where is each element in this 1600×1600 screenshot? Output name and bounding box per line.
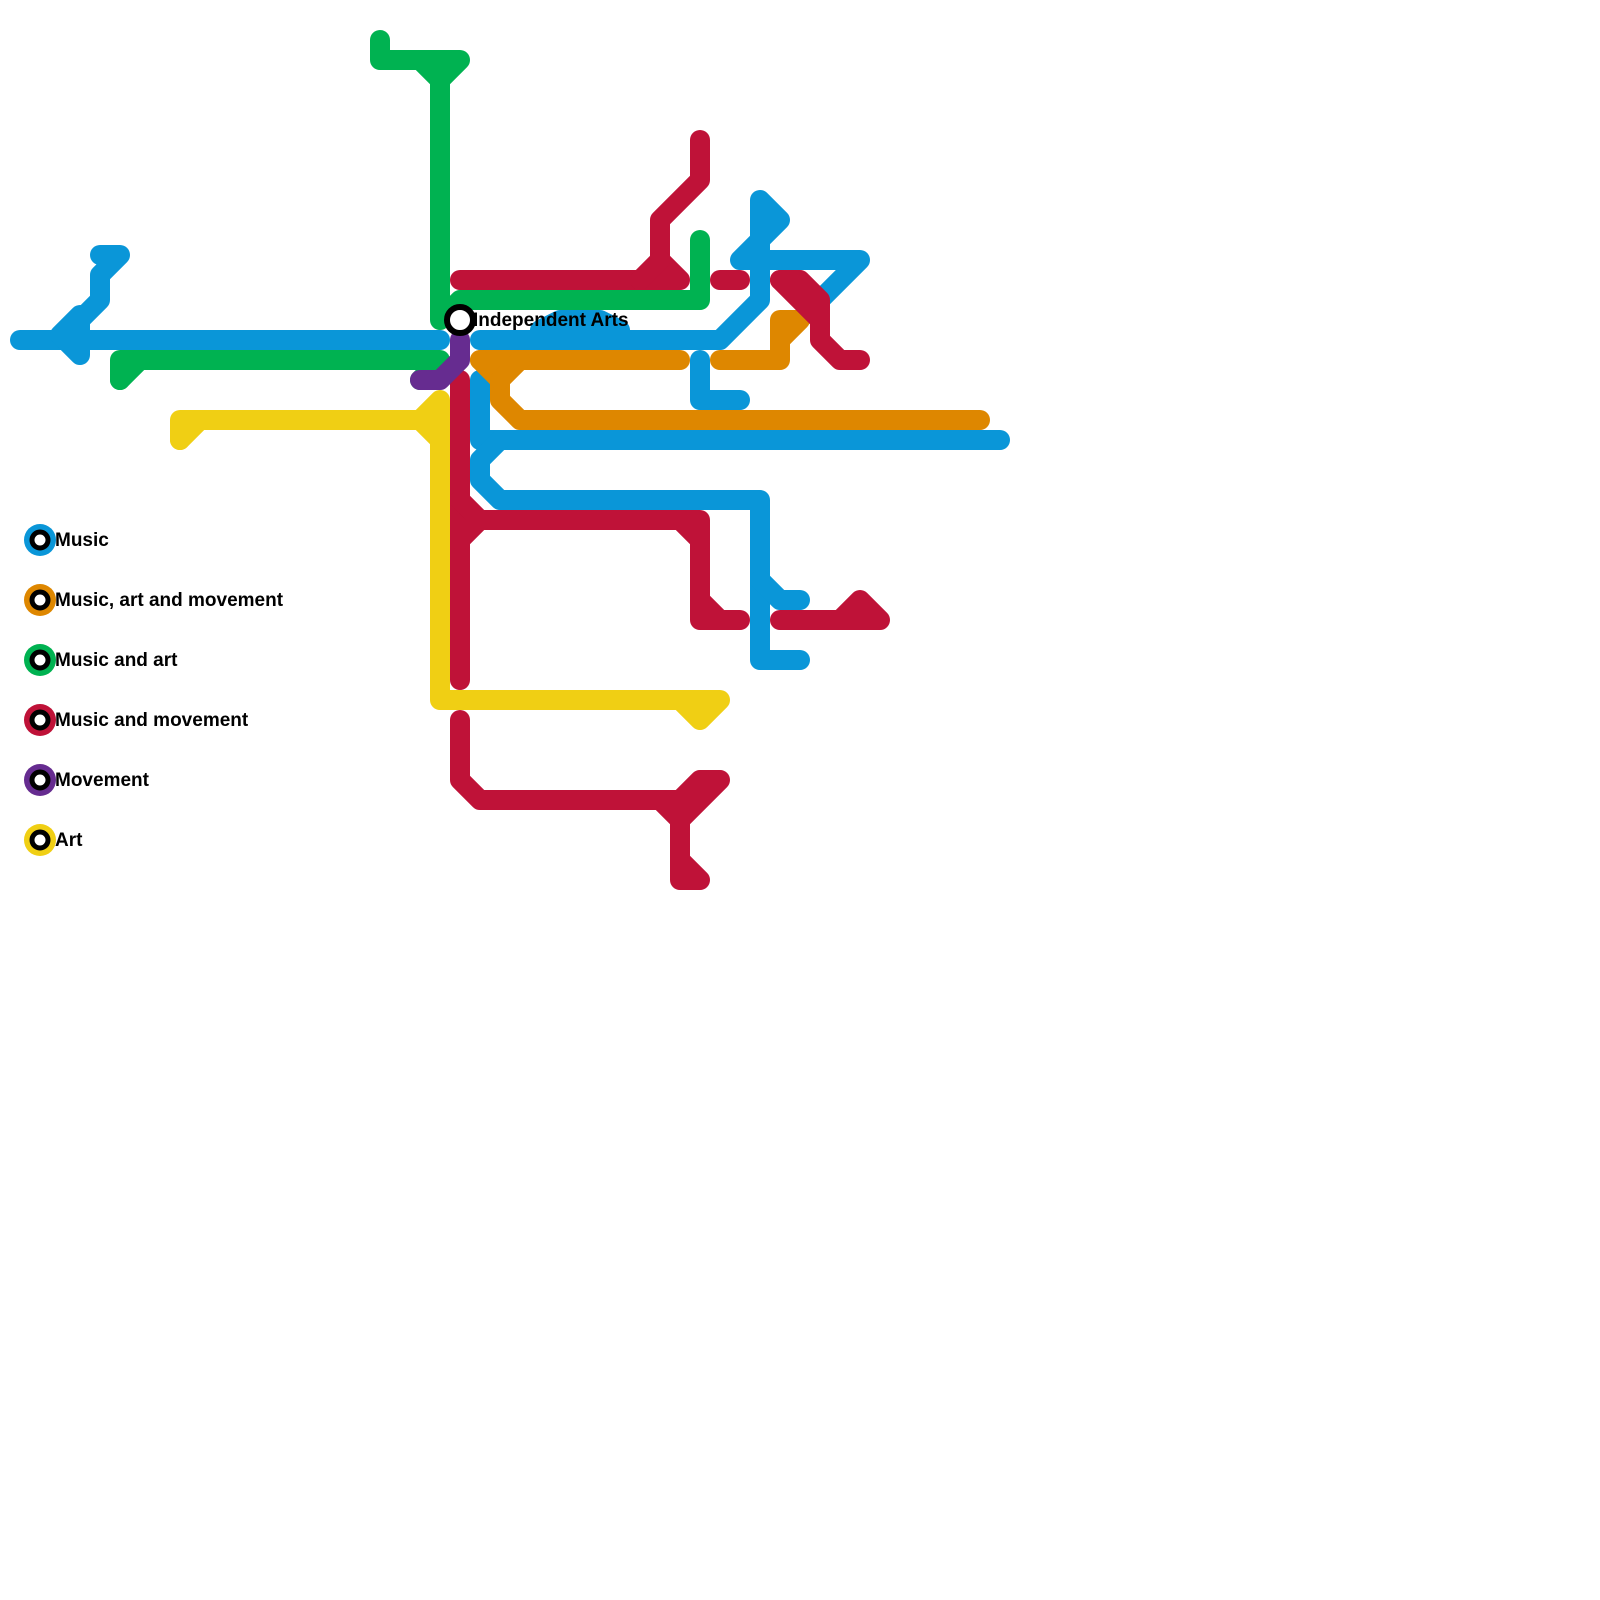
- art-line-segment: [410, 410, 450, 450]
- legend-label: Music: [55, 530, 109, 551]
- legend-station-icon: [29, 709, 51, 731]
- line-music: [10, 190, 1010, 670]
- music-art-movement-line-segment: [490, 350, 530, 390]
- line-movement: [410, 330, 470, 390]
- music-line-segment: [50, 245, 130, 365]
- legend-item-music-art-movement: Music, art and movement: [24, 584, 284, 616]
- music-line-segment: [530, 310, 630, 340]
- music-and-movement-line-segment: [770, 270, 830, 330]
- legend-item-music-and-movement: Music and movement: [24, 704, 249, 736]
- music-and-movement-line-segment: [630, 250, 670, 290]
- legend-station-icon: [29, 829, 51, 851]
- legend-station-icon: [29, 529, 51, 551]
- legend-item-movement: Movement: [24, 764, 150, 796]
- legend-item-music: Music: [24, 524, 109, 556]
- legend-station-icon: [29, 589, 51, 611]
- legend-station-icon: [29, 649, 51, 671]
- music-and-art-line-segment: [370, 30, 710, 330]
- art-line-segment: [170, 410, 210, 450]
- music-line-segment: [470, 190, 870, 350]
- station-label: Independent Arts: [473, 310, 629, 331]
- legend-label: Art: [55, 830, 83, 851]
- legend-item-music-and-art: Music and art: [24, 644, 178, 676]
- music-line-segment: [470, 430, 810, 670]
- station-marker: [444, 304, 476, 336]
- art-line-segment: [170, 390, 730, 730]
- legend: Music Music, art and movement Music and …: [24, 524, 284, 856]
- music-and-art-line-segment: [110, 350, 450, 390]
- legend-label: Movement: [55, 770, 150, 791]
- music-and-movement-line-segment: [770, 590, 890, 630]
- legend-label: Music and movement: [55, 710, 249, 731]
- music-and-movement-line-segment: [650, 770, 730, 830]
- music-line-segment: [690, 350, 750, 410]
- movement-line-segment: [410, 330, 470, 390]
- music-and-movement-line-segment: [670, 510, 710, 550]
- legend-label: Music and art: [55, 650, 178, 671]
- music-and-movement-line-segment: [450, 510, 490, 550]
- music-and-art-line-segment: [110, 350, 150, 390]
- legend-item-art: Art: [24, 824, 83, 856]
- music-art-movement-line-segment: [710, 310, 810, 370]
- legend-station-icon: [29, 769, 51, 791]
- music-line-segment: [470, 370, 1010, 450]
- station-independent-arts[interactable]: Independent Arts: [444, 304, 629, 336]
- music-line-segment: [750, 570, 810, 610]
- music-and-movement-line-segment: [690, 590, 730, 630]
- legend-label: Music, art and movement: [55, 590, 284, 611]
- line-music-art-movement: [470, 310, 990, 430]
- line-music-and-movement: [450, 130, 890, 890]
- line-art: [170, 390, 730, 730]
